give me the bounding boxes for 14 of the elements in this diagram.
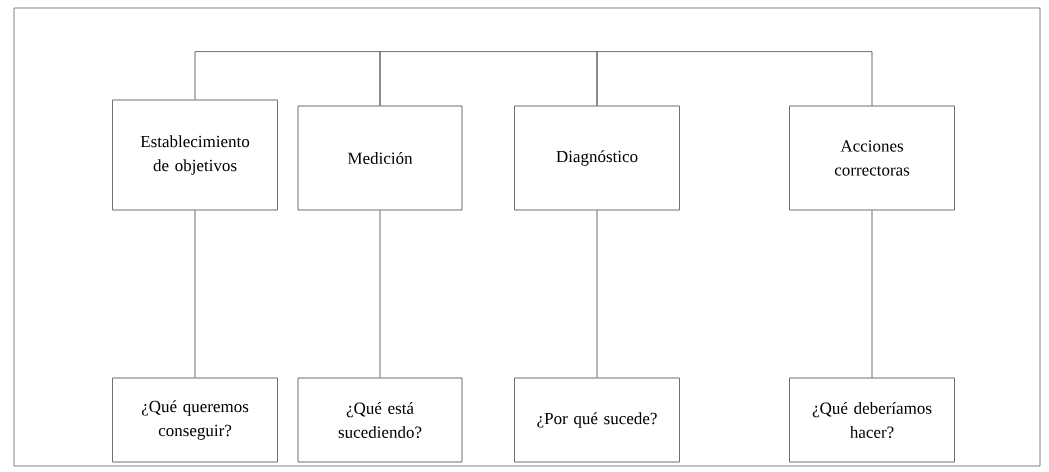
process-box: Establecimiento de objetivos	[112, 99, 278, 211]
process-box: ¿Por qué sucede?	[514, 377, 680, 463]
process-box: Diagnóstico	[514, 105, 680, 211]
connector-line	[596, 51, 873, 106]
connector-line	[596, 210, 598, 378]
connector-line	[379, 210, 381, 378]
process-box: ¿Qué está sucediendo?	[297, 377, 463, 463]
connector-line	[379, 51, 598, 106]
process-box: Medición	[297, 105, 463, 211]
process-box: ¿Qué queremos conseguir?	[112, 377, 278, 463]
process-box: Acciones correctoras	[789, 105, 955, 211]
connector-line	[194, 210, 196, 378]
process-box: ¿Qué deberíamos hacer?	[789, 377, 955, 463]
connector-line	[871, 210, 873, 378]
